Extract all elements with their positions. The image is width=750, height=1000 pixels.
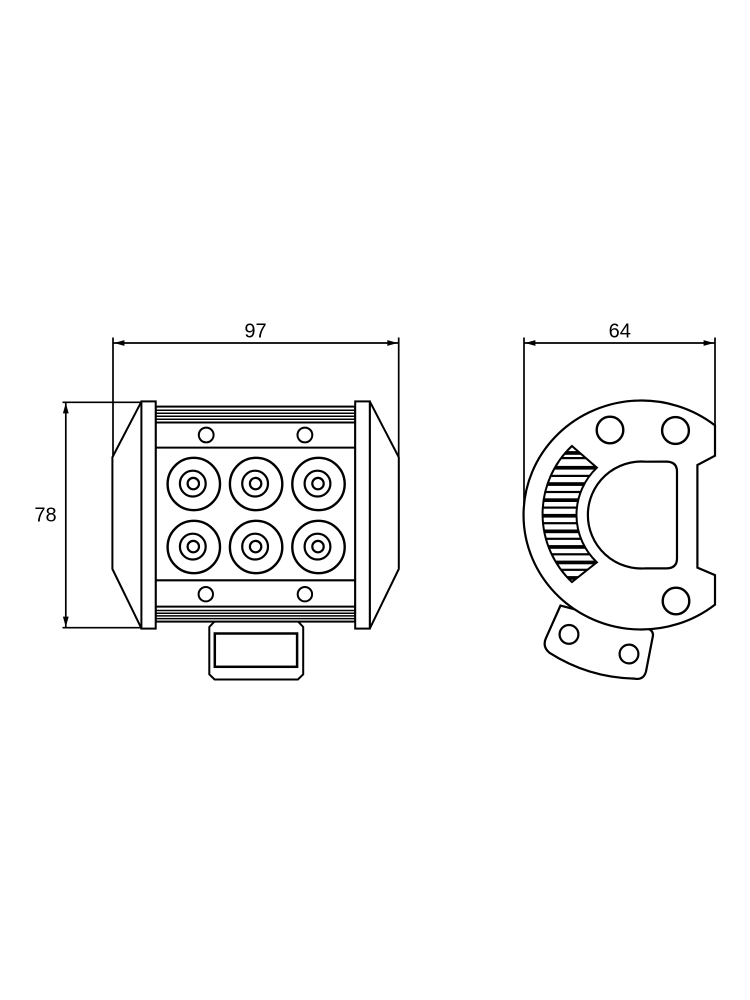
svg-text:97: 97 [244, 321, 266, 343]
svg-text:78: 78 [34, 505, 56, 527]
svg-text:64: 64 [609, 320, 631, 342]
